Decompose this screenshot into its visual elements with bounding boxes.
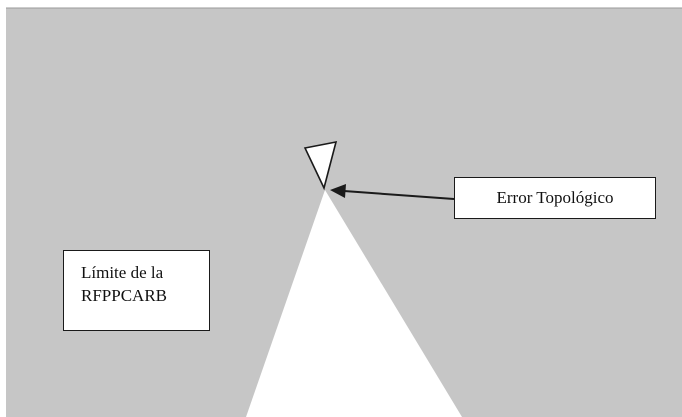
topological-error-triangle bbox=[303, 140, 338, 191]
error-label-box: Error Topológico bbox=[454, 177, 656, 219]
limit-label-line1: Límite de la bbox=[81, 263, 164, 282]
error-pointer-arrowhead bbox=[330, 184, 346, 198]
limit-label-line2: RFPPCARB bbox=[81, 286, 167, 305]
limit-label-box: Límite de la RFPPCARB bbox=[63, 250, 210, 331]
white-gap-wedge bbox=[246, 190, 462, 417]
top-white-strip bbox=[0, 0, 682, 8]
error-label-text: Error Topológico bbox=[496, 188, 614, 207]
left-white-strip bbox=[0, 0, 6, 417]
error-pointer-arrow-line bbox=[343, 190, 455, 200]
